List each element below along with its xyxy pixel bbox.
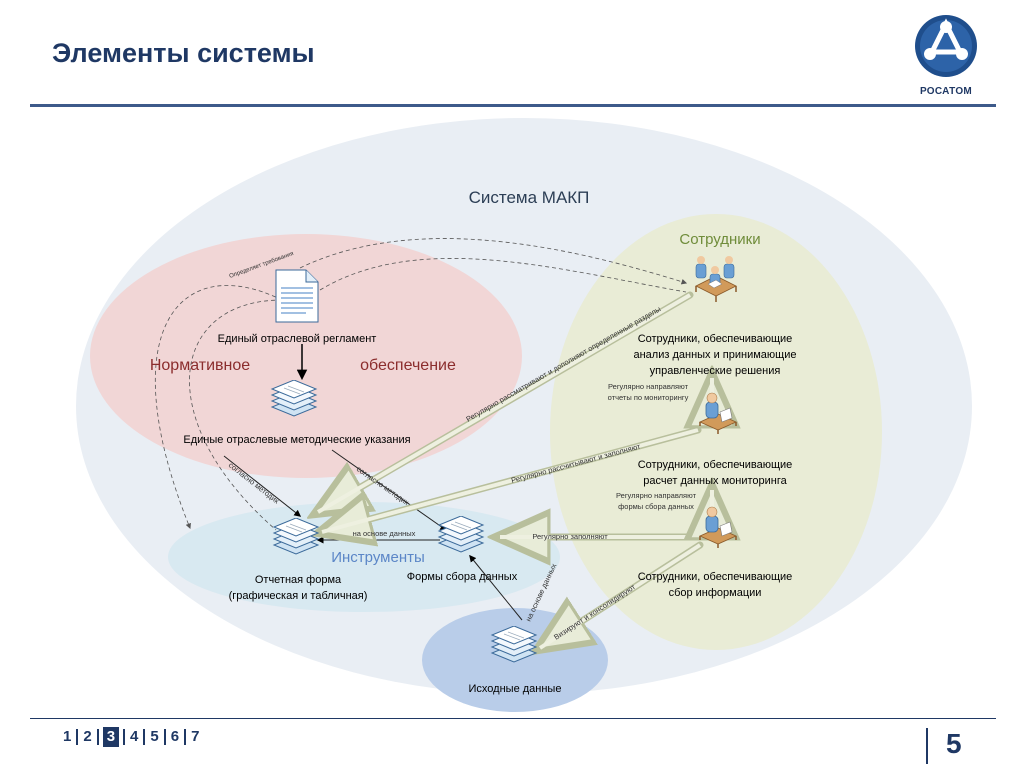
page-separator <box>163 729 166 745</box>
edge-guidelines-to-report <box>223 455 302 517</box>
edge-send-reports-label-1: Регулярно направляют <box>608 382 689 391</box>
logo-text: РОСАТОМ <box>919 86 973 97</box>
staff-monitoring-label-2: расчет данных мониторинга <box>643 475 787 487</box>
staff-monitoring-label-1: Сотрудники, обеспечивающие <box>638 459 793 471</box>
page-separator <box>96 729 99 745</box>
page-link-5[interactable]: 5 <box>150 728 159 745</box>
normative-area <box>90 234 522 478</box>
page-link-2[interactable]: 2 <box>83 728 92 745</box>
page-separator <box>143 729 146 745</box>
page-navigation: 1 2 3 4 5 6 7 <box>58 726 204 748</box>
report-form-label-2: (графическая и табличная) <box>229 590 368 602</box>
rosatom-logo <box>915 15 977 77</box>
staff-collection-label-1: Сотрудники, обеспечивающие <box>638 571 793 583</box>
page-separator <box>123 729 126 745</box>
edge-regulation-to-forms <box>189 299 283 531</box>
staff-collection-label-2: сбор информации <box>669 587 762 599</box>
meeting-icon <box>695 256 737 302</box>
page-link-3-current[interactable]: 3 <box>102 727 120 747</box>
title-divider <box>30 104 996 107</box>
regulation-label: Единый отраслевой регламент <box>218 333 377 345</box>
page-link-6[interactable]: 6 <box>170 728 180 745</box>
edge-source-to-forms <box>469 554 523 621</box>
page-link-7[interactable]: 7 <box>191 728 200 745</box>
report-form-label-1: Отчетная форма <box>255 574 342 586</box>
normative-label-2: обеспечение <box>360 357 456 374</box>
edge-based-on-data-label-1: на основе данных <box>353 529 416 538</box>
footer-divider <box>30 718 996 719</box>
guidelines-label: Единые отраслевые методические указания <box>183 434 410 446</box>
page-number: 5 <box>946 728 962 759</box>
document-icon <box>275 269 319 323</box>
staff-decision-label-3: управленческие решения <box>650 365 781 377</box>
edge-fill-label: Регулярно заполняют <box>532 532 608 541</box>
staff-area <box>550 214 882 650</box>
edge-regulation-to-staff-2 <box>319 258 687 293</box>
edge-send-reports-label-2: отчеты по мониторингу <box>608 393 689 402</box>
system-label: Система МАКП <box>469 188 590 207</box>
edge-send-forms-label-1: Регулярно направляют <box>616 491 697 500</box>
tools-label: Инструменты <box>331 549 425 566</box>
page-link-4[interactable]: 4 <box>130 728 139 745</box>
staff-decision-label-1: Сотрудники, обеспечивающие <box>638 333 793 345</box>
edge-regulation-to-report <box>155 285 283 530</box>
source-data-label: Исходные данные <box>469 683 562 695</box>
page-link-1[interactable]: 1 <box>63 728 72 745</box>
normative-label-1: Нормативное <box>150 357 250 374</box>
page-title: Элементы системы <box>52 38 315 68</box>
page-separator <box>184 729 187 745</box>
collection-forms-label: Формы сбора данных <box>407 571 518 583</box>
staff-decision-label-2: анализ данных и принимающие <box>633 349 796 361</box>
page-number-divider <box>926 728 928 764</box>
edge-send-forms-label-2: формы сбора данных <box>618 502 694 511</box>
page-separator <box>76 729 79 745</box>
staff-group-label: Сотрудники <box>679 231 760 248</box>
